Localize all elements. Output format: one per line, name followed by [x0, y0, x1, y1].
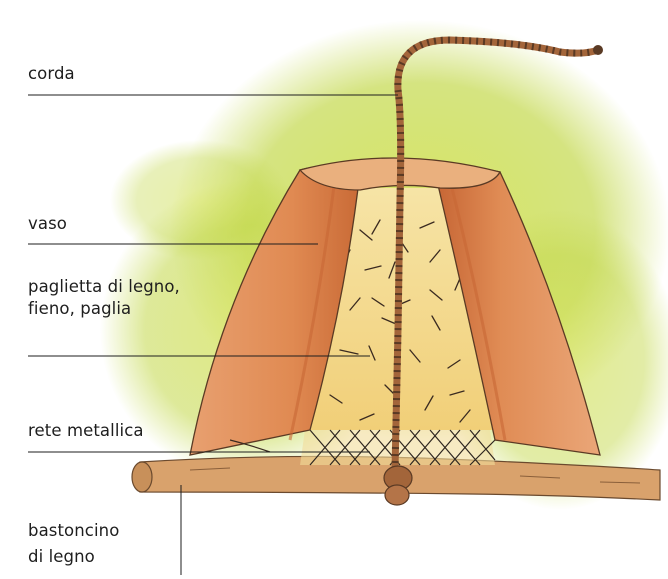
label-bastoncino-line2: di legno	[28, 546, 95, 568]
label-bastoncino-line1: bastoncino	[28, 520, 119, 542]
label-paglietta-line2: fieno, paglia	[28, 298, 131, 320]
label-vaso: vaso	[28, 213, 67, 235]
label-paglietta-line1: paglietta di legno,	[28, 276, 180, 298]
label-corda: corda	[28, 63, 75, 85]
label-rete: rete metallica	[28, 420, 144, 442]
